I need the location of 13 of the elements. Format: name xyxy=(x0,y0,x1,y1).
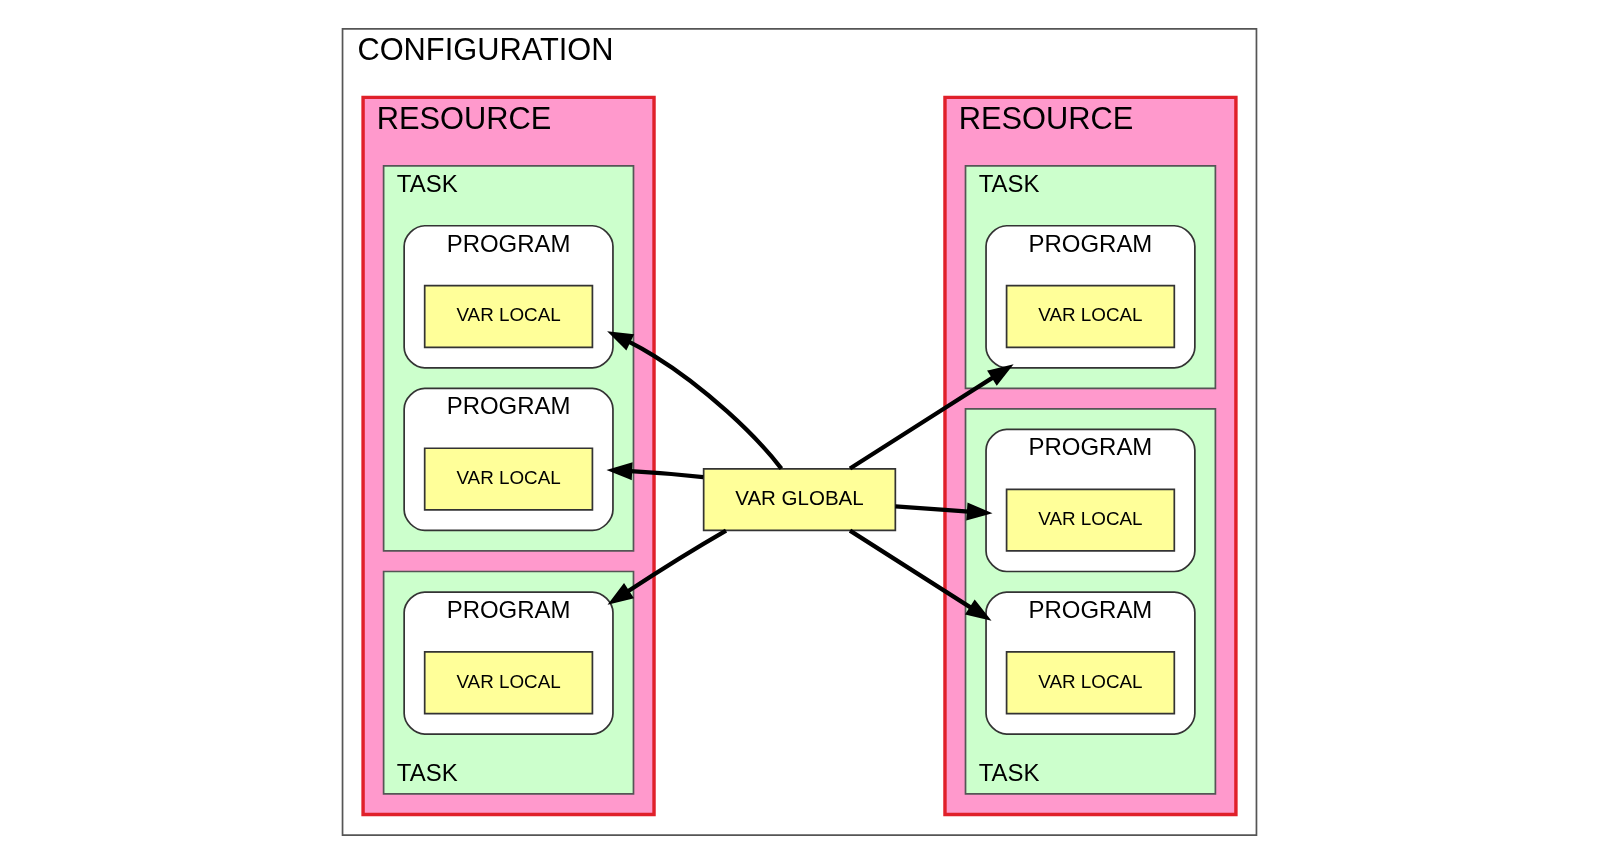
node-box: VAR GLOBAL xyxy=(702,467,897,532)
node-box: VAR LOCAL xyxy=(1005,284,1176,349)
node-box: VAR LOCAL xyxy=(1005,488,1176,552)
arrow xyxy=(607,331,784,470)
arrow xyxy=(848,364,1014,471)
node-box: VAR LOCAL xyxy=(423,447,594,511)
arrow xyxy=(895,502,993,521)
arrow xyxy=(607,528,728,605)
arrow xyxy=(848,528,992,621)
node-box: VAR LOCAL xyxy=(1005,651,1176,715)
node-box: VAR LOCAL xyxy=(423,651,594,715)
arrow xyxy=(606,462,704,481)
node-box: VAR LOCAL xyxy=(423,284,594,349)
